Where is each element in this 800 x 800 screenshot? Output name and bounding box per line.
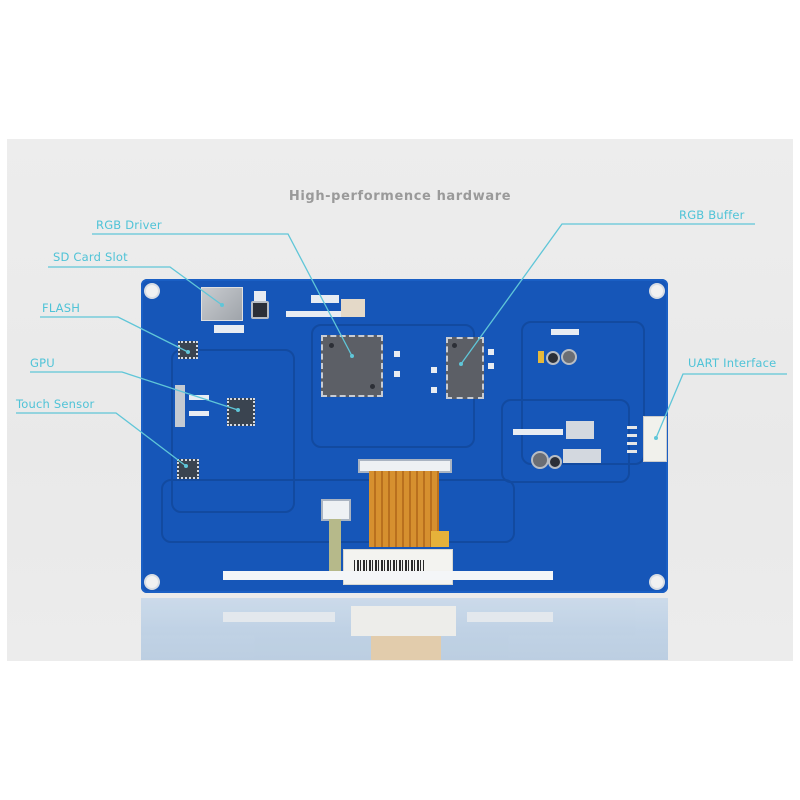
mounting-hole	[651, 285, 663, 297]
inductor	[546, 351, 560, 365]
mounting-hole	[651, 576, 663, 588]
inductor	[548, 455, 562, 469]
lcd-panel-edge	[223, 571, 553, 580]
capacitor	[488, 363, 494, 369]
rgb-buffer-chip	[446, 337, 484, 399]
uart-pin	[627, 434, 637, 437]
capacitor	[431, 367, 437, 373]
resistor-array	[189, 395, 209, 400]
rgb-driver-chip	[321, 335, 383, 397]
callout-touch-sensor: Touch Sensor	[16, 397, 95, 411]
touch-fpc-ribbon	[329, 519, 341, 577]
touch-fpc-connector	[321, 499, 351, 521]
capacitor	[394, 351, 400, 357]
mounting-hole	[146, 576, 158, 588]
uart-connector	[643, 416, 667, 462]
callout-rgb-driver: RGB Driver	[96, 218, 162, 232]
inductor	[561, 349, 577, 365]
resistor-array	[214, 325, 244, 333]
uart-pin	[627, 426, 637, 429]
voltage-regulator	[254, 291, 266, 301]
capacitor	[394, 371, 400, 377]
callout-uart-interface: UART Interface	[688, 356, 777, 370]
sd-card-slot	[201, 287, 243, 321]
resistor-array	[286, 311, 344, 317]
diagram-title: High-performence hardware	[288, 189, 512, 204]
resistor-array	[189, 411, 209, 416]
flash-chip	[178, 341, 198, 359]
resistor-array	[513, 429, 563, 435]
gpu-side-connector	[175, 385, 185, 427]
gpu-chip	[227, 398, 255, 426]
touch-sensor-chip	[177, 459, 199, 479]
resistor-array	[566, 421, 594, 439]
crystal	[341, 299, 365, 317]
capacitor	[488, 349, 494, 355]
pcb-board	[141, 279, 668, 593]
barcode	[354, 560, 424, 572]
uart-pin	[627, 450, 637, 453]
resistor-array	[563, 449, 601, 463]
capacitor-yellow	[538, 351, 544, 363]
mounting-hole	[146, 285, 158, 297]
uart-pin	[627, 442, 637, 445]
resistor-array	[311, 295, 339, 303]
callout-rgb-buffer: RGB Buffer	[679, 208, 745, 222]
fpc-stiffener	[431, 531, 449, 547]
capacitor	[431, 387, 437, 393]
board-reflection	[141, 598, 668, 660]
resistor-array	[551, 329, 579, 335]
regulator-body	[251, 301, 269, 319]
callout-flash: FLASH	[42, 301, 81, 315]
callout-sd-card-slot: SD Card Slot	[53, 250, 128, 264]
pcb-trace	[501, 399, 630, 483]
inductor	[531, 451, 549, 469]
fpc-ribbon-cable	[369, 471, 439, 547]
callout-gpu: GPU	[30, 356, 55, 370]
